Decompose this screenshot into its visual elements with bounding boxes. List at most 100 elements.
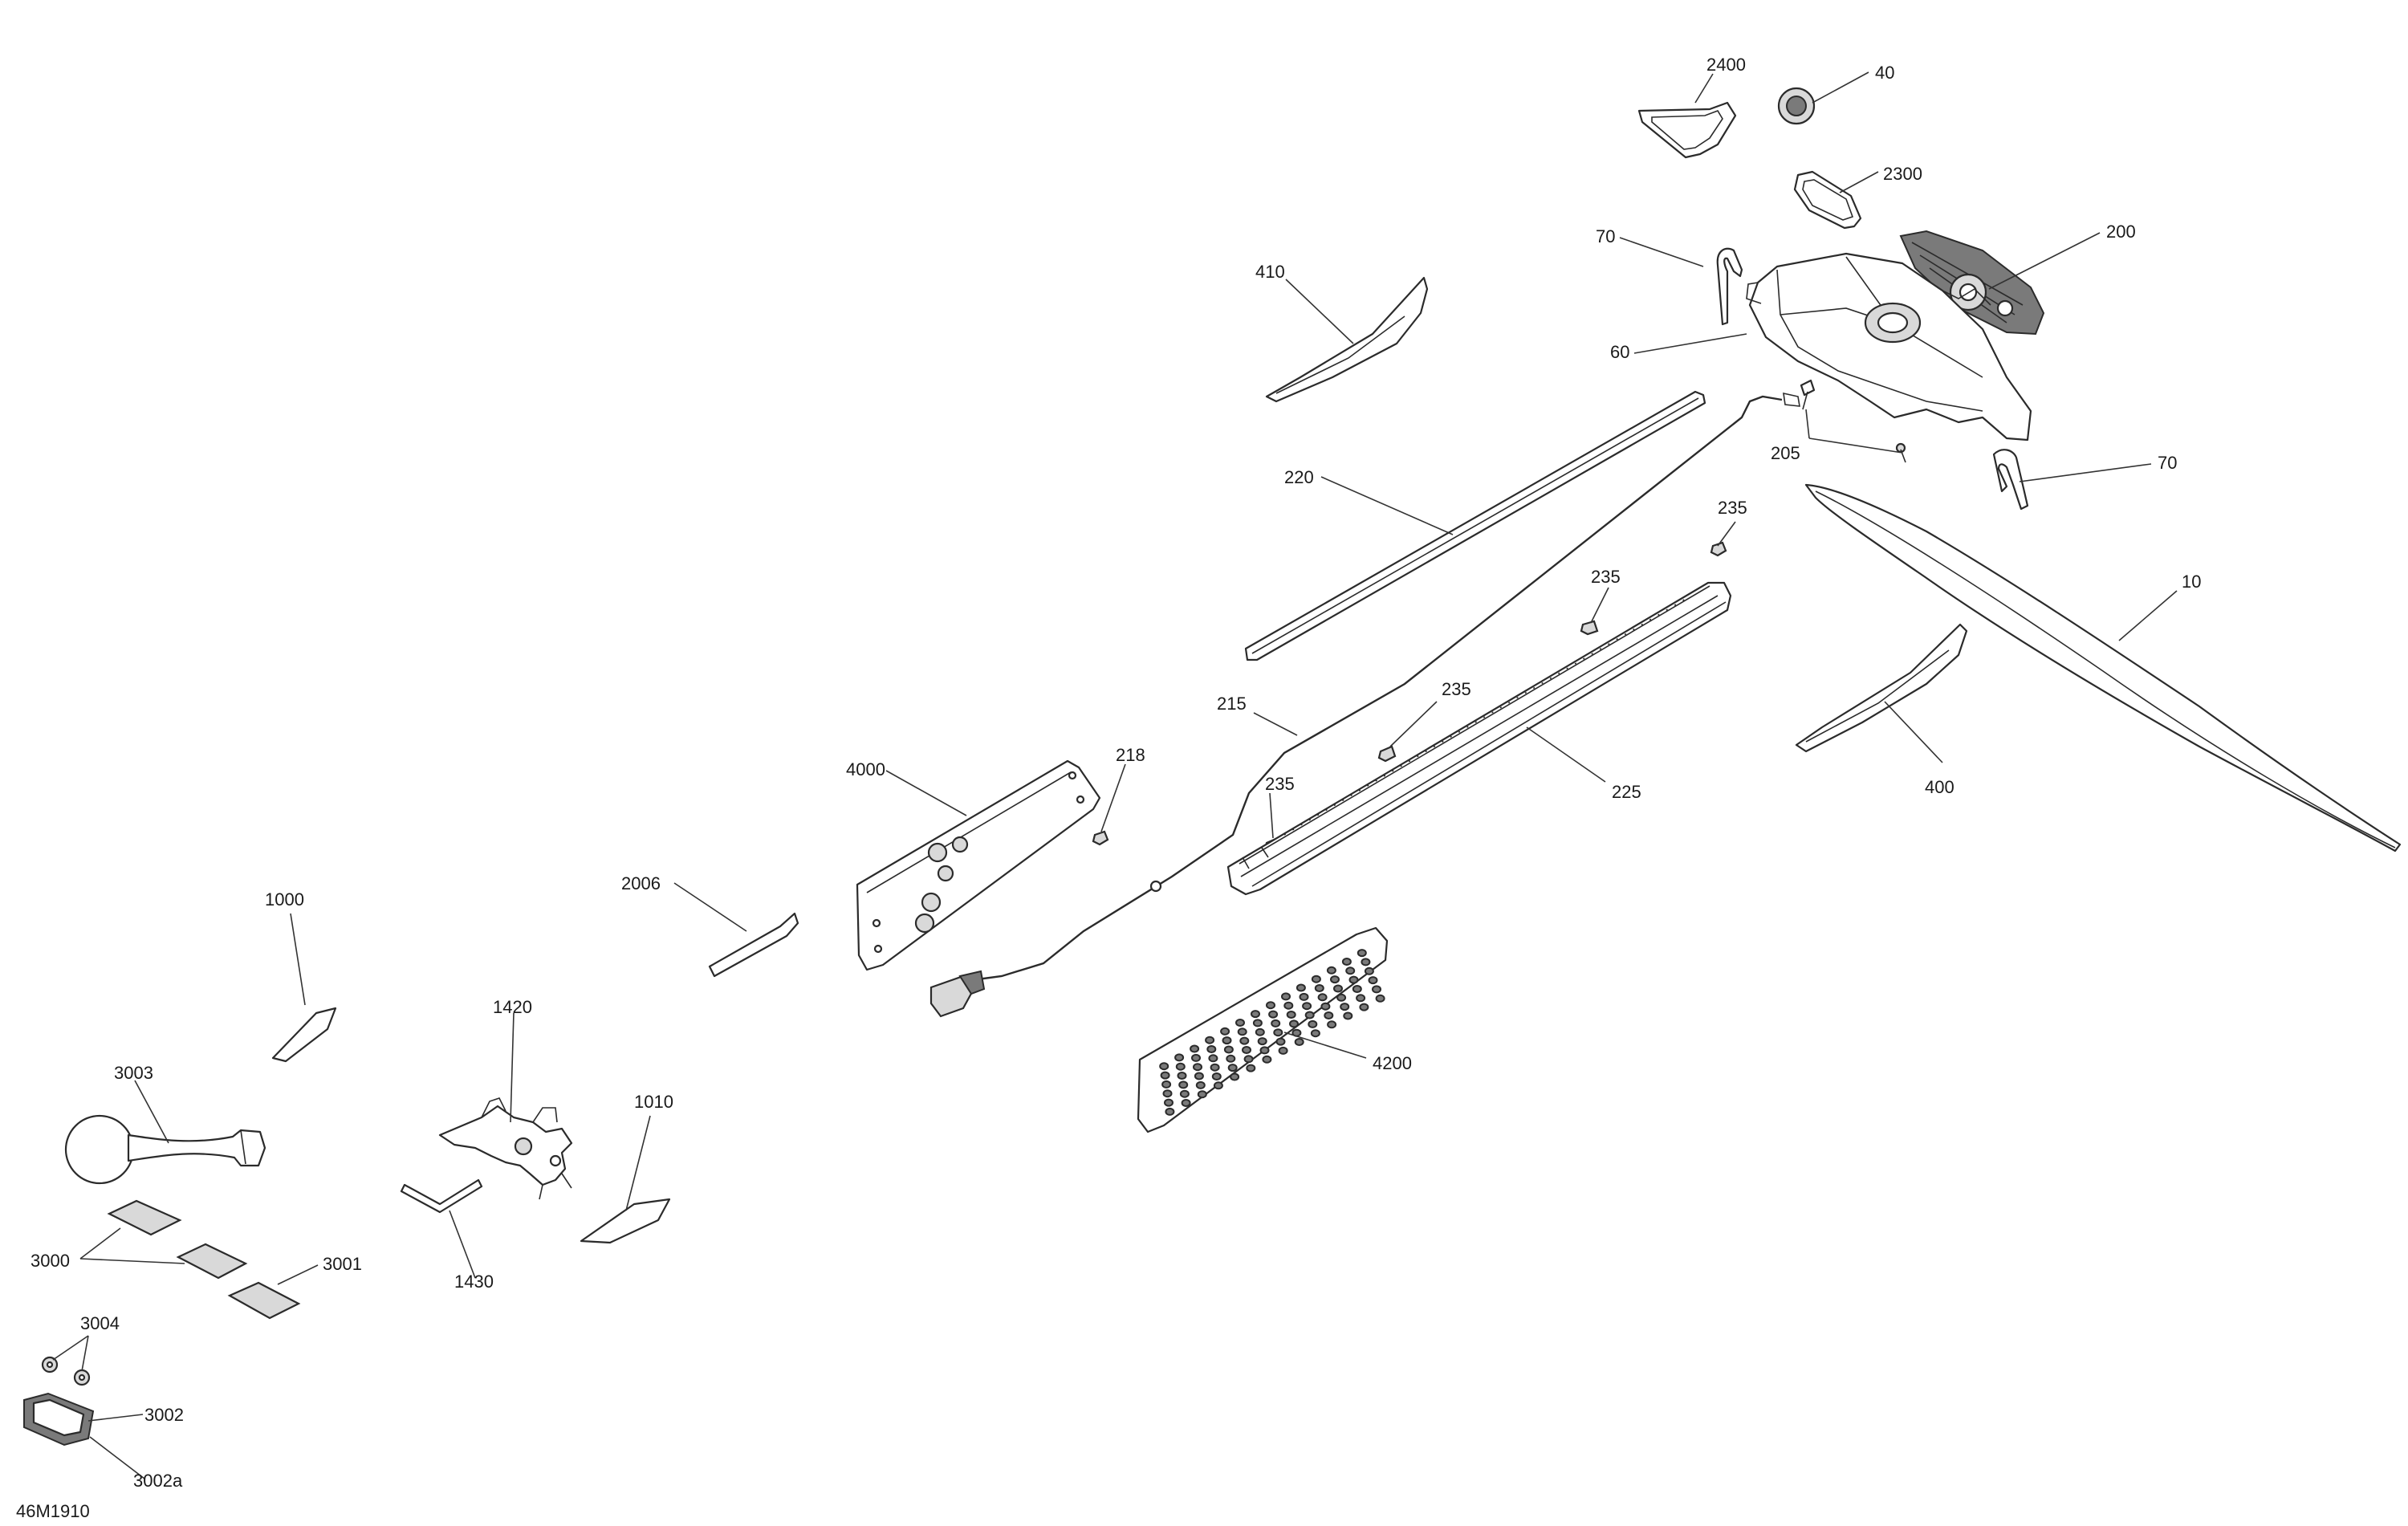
tread-hole [1324,1011,1334,1019]
part-2400-gasket [1637,101,1737,159]
tread-hole [1160,1071,1170,1080]
part-3003-mirror [64,1114,266,1185]
tread-hole [1317,993,1328,1002]
tread-hole [1327,1020,1337,1029]
part-3004-fasteners [41,1356,91,1386]
callout-2400: 2400 [1706,55,1746,75]
part-4200-tread-plate [1137,926,1389,1133]
tread-hole [1310,1029,1320,1038]
tread-hole [1211,1072,1222,1080]
figure-id: 46M1910 [16,1501,90,1521]
tread-hole [1357,949,1367,958]
tread-hole [1266,1001,1275,1010]
tread-hole [1302,1002,1312,1011]
callout-10: 10 [2182,572,2201,592]
callout-235-a: 235 [1718,498,1747,518]
callout-235-d: 235 [1265,774,1295,794]
callout-1420: 1420 [493,997,532,1017]
tread-hole [1368,976,1378,985]
tread-hole [1223,1045,1234,1054]
tread-hole [1208,1054,1218,1063]
tread-hole [1281,992,1291,1001]
callout-3002: 3002 [144,1405,184,1425]
tread-hole [1213,1081,1223,1090]
tread-hole [1372,985,1381,994]
part-410-trim-strip [1265,276,1429,403]
part-1000-bracket [271,1007,337,1063]
tread-hole [1191,1053,1201,1062]
tread-hole [1193,1063,1202,1072]
tread-hole [1364,966,1374,975]
callout-3002a: 3002a [133,1471,183,1491]
tread-hole [1262,1055,1272,1064]
callout-215: 215 [1217,694,1247,714]
tread-hole [1361,958,1371,966]
part-400-trim-strip [1795,623,1968,753]
tread-hole [1174,1053,1185,1062]
tread-hole [1243,1055,1254,1064]
tread-hole [1246,1064,1256,1072]
tread-hole [1252,1019,1263,1028]
callout-2300: 2300 [1883,164,1922,184]
part-225-step-rail [1226,581,1732,896]
tread-hole [1178,1080,1189,1089]
tread-hole [1259,1046,1270,1055]
tread-hole [1161,1080,1172,1089]
tread-hole [1275,1037,1286,1046]
callout-235-b: 235 [1591,567,1621,587]
tread-hole [1227,1064,1238,1072]
tread-hole [1194,1072,1204,1080]
part-1430-angle-bracket [400,1178,483,1214]
part-3002-display-housing [23,1392,95,1447]
tread-hole [1326,966,1336,975]
callout-200: 200 [2106,222,2136,242]
part-3001-pad [227,1281,301,1320]
callout-3001: 3001 [323,1254,362,1274]
part-1420-bracket [438,1097,573,1200]
callout-1430: 1430 [454,1272,494,1292]
callout-3000: 3000 [31,1251,70,1271]
tread-hole [1197,1090,1207,1099]
part-220-rail-strip [1244,390,1706,661]
tread-hole [1271,1019,1281,1028]
tread-hole [1311,975,1321,983]
tread-hole [1268,1010,1279,1019]
callout-220: 220 [1284,467,1314,487]
part-4000-mounting-plate [856,759,1101,971]
part-218-screw [1092,830,1109,846]
tread-hole [1289,1019,1299,1028]
tread-hole [1348,975,1359,984]
tread-hole [1242,1046,1251,1054]
callout-60: 60 [1610,342,1629,362]
tread-hole [1210,1063,1220,1072]
tread-hole [1296,983,1306,992]
tread-hole [1330,975,1340,984]
tread-hole [1230,1072,1240,1081]
part-2300-gasket [1793,170,1862,230]
callout-225: 225 [1612,782,1641,802]
tread-hole [1345,966,1356,975]
tread-hole [1283,1001,1294,1010]
callout-70-upper: 70 [1596,226,1615,246]
callout-410: 410 [1255,262,1285,282]
tread-hole [1226,1054,1236,1063]
tread-hole [1356,994,1366,1003]
tread-hole [1175,1062,1186,1071]
tread-hole [1222,1036,1232,1045]
tread-hole [1206,1045,1217,1053]
tread-hole [1179,1089,1190,1098]
tread-hole [1181,1099,1191,1107]
callout-235-c: 235 [1442,679,1471,699]
tread-hole [1375,994,1385,1003]
part-1010-bracket [580,1198,671,1244]
part-10-side-panel [1804,483,2402,853]
tread-hole [1235,1019,1245,1027]
tread-hole [1273,1028,1283,1037]
callout-3004: 3004 [80,1313,120,1333]
tread-hole [1340,1003,1350,1011]
part-215-wiring-harness [929,392,1800,1018]
tread-hole [1286,1011,1296,1019]
callout-1010: 1010 [634,1092,673,1112]
part-60-console-housing [1746,252,2032,442]
tread-hole [1257,1037,1267,1046]
